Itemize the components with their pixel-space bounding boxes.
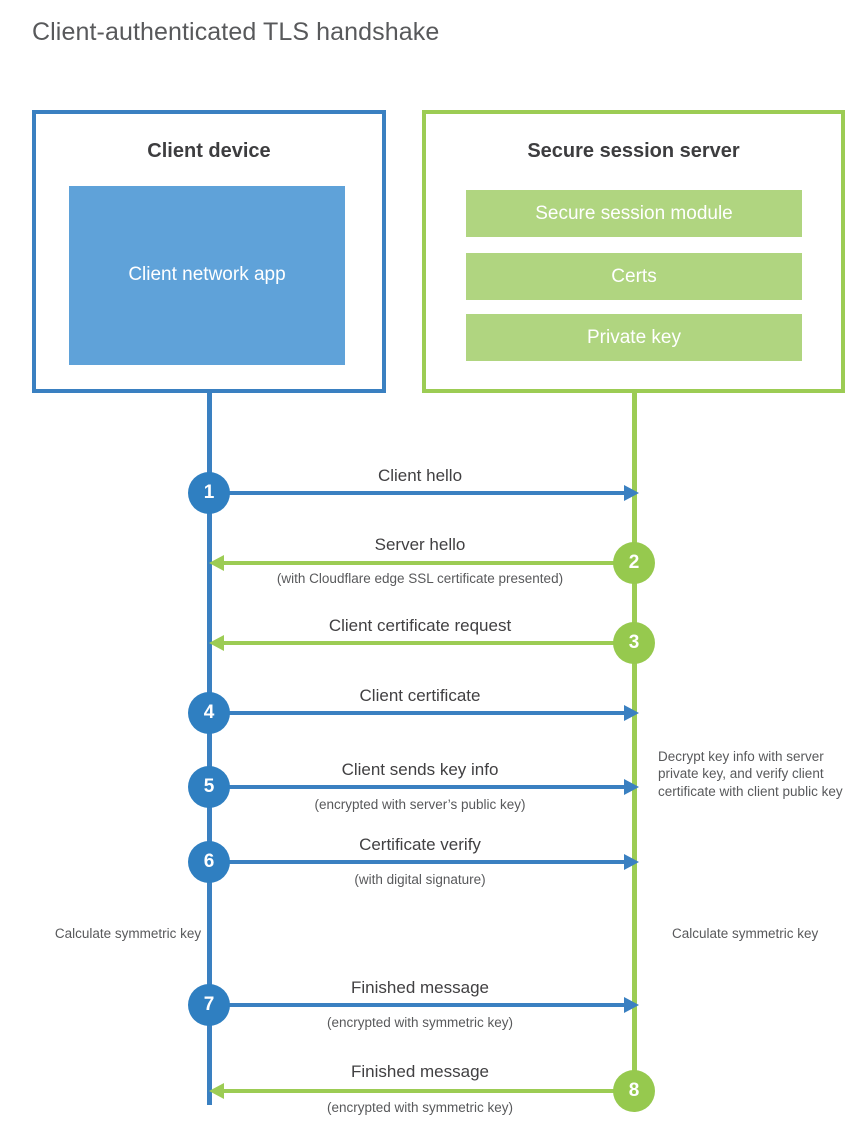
- step-8-arrow: [209, 1083, 634, 1099]
- arrow-head-left-icon: [209, 555, 224, 571]
- client-lifeline: [207, 389, 212, 1105]
- arrow-head-left-icon: [209, 635, 224, 651]
- server-component-private-key: Private key: [466, 314, 802, 361]
- server-calculate-symmetric-key-note: Calculate symmetric key: [672, 926, 819, 941]
- step-7-arrow: [209, 997, 639, 1013]
- step-badge-6[interactable]: 6: [188, 841, 230, 883]
- step-1-arrow: [209, 485, 639, 501]
- client-network-app-block: Client network app: [69, 186, 345, 365]
- step-6-arrow: [209, 854, 639, 870]
- arrow-head-left-icon: [209, 1083, 224, 1099]
- arrow-head-right-icon: [624, 779, 639, 795]
- step-7-label: Finished message: [351, 978, 489, 997]
- step-7-sublabel: (encrypted with symmetric key): [326, 1015, 514, 1030]
- step-4-label: Client certificate: [359, 686, 481, 705]
- arrow-head-right-icon: [624, 485, 639, 501]
- step-5-sublabel: (encrypted with server’s public key): [314, 797, 526, 812]
- step-4-arrow: [209, 705, 639, 721]
- step-8-sublabel: (encrypted with symmetric key): [326, 1100, 514, 1115]
- step-6-sublabel: (with digital signature): [354, 872, 486, 887]
- step-5-arrow: [209, 779, 639, 795]
- server-component-certs: Certs: [466, 253, 802, 300]
- step-badge-5[interactable]: 5: [188, 766, 230, 808]
- step-badge-1[interactable]: 1: [188, 472, 230, 514]
- step-3-label: Client certificate request: [328, 616, 512, 635]
- secure-session-server-title: Secure session server: [527, 140, 740, 162]
- step-6-label: Certificate verify: [359, 835, 481, 854]
- client-device-box: Client device Client network app: [32, 110, 386, 393]
- step-badge-4[interactable]: 4: [188, 692, 230, 734]
- step-2-arrow: [209, 555, 634, 571]
- step-1-label: Client hello: [377, 466, 463, 485]
- client-calculate-symmetric-key-note: Calculate symmetric key: [54, 926, 202, 941]
- step-2-sublabel: (with Cloudflare edge SSL certificate pr…: [276, 571, 564, 586]
- server-component-secure-session-module: Secure session module: [466, 190, 802, 237]
- arrow-head-right-icon: [624, 997, 639, 1013]
- step-5-label: Client sends key info: [341, 760, 499, 779]
- step-badge-8[interactable]: 8: [613, 1070, 655, 1112]
- client-device-title: Client device: [147, 140, 271, 162]
- step-3-arrow: [209, 635, 634, 651]
- step-badge-7[interactable]: 7: [188, 984, 230, 1026]
- arrow-head-right-icon: [624, 705, 639, 721]
- step-8-label: Finished message: [351, 1062, 489, 1081]
- step-2-label: Server hello: [374, 535, 466, 554]
- secure-session-server-box: Secure session server Secure session mod…: [422, 110, 845, 393]
- page-title: Client-authenticated TLS handshake: [32, 18, 440, 46]
- server-decrypt-note: Decrypt key info with server private key…: [658, 749, 843, 799]
- step-badge-3[interactable]: 3: [613, 622, 655, 664]
- arrow-head-right-icon: [624, 854, 639, 870]
- server-lifeline: [632, 389, 637, 1094]
- step-badge-2[interactable]: 2: [613, 542, 655, 584]
